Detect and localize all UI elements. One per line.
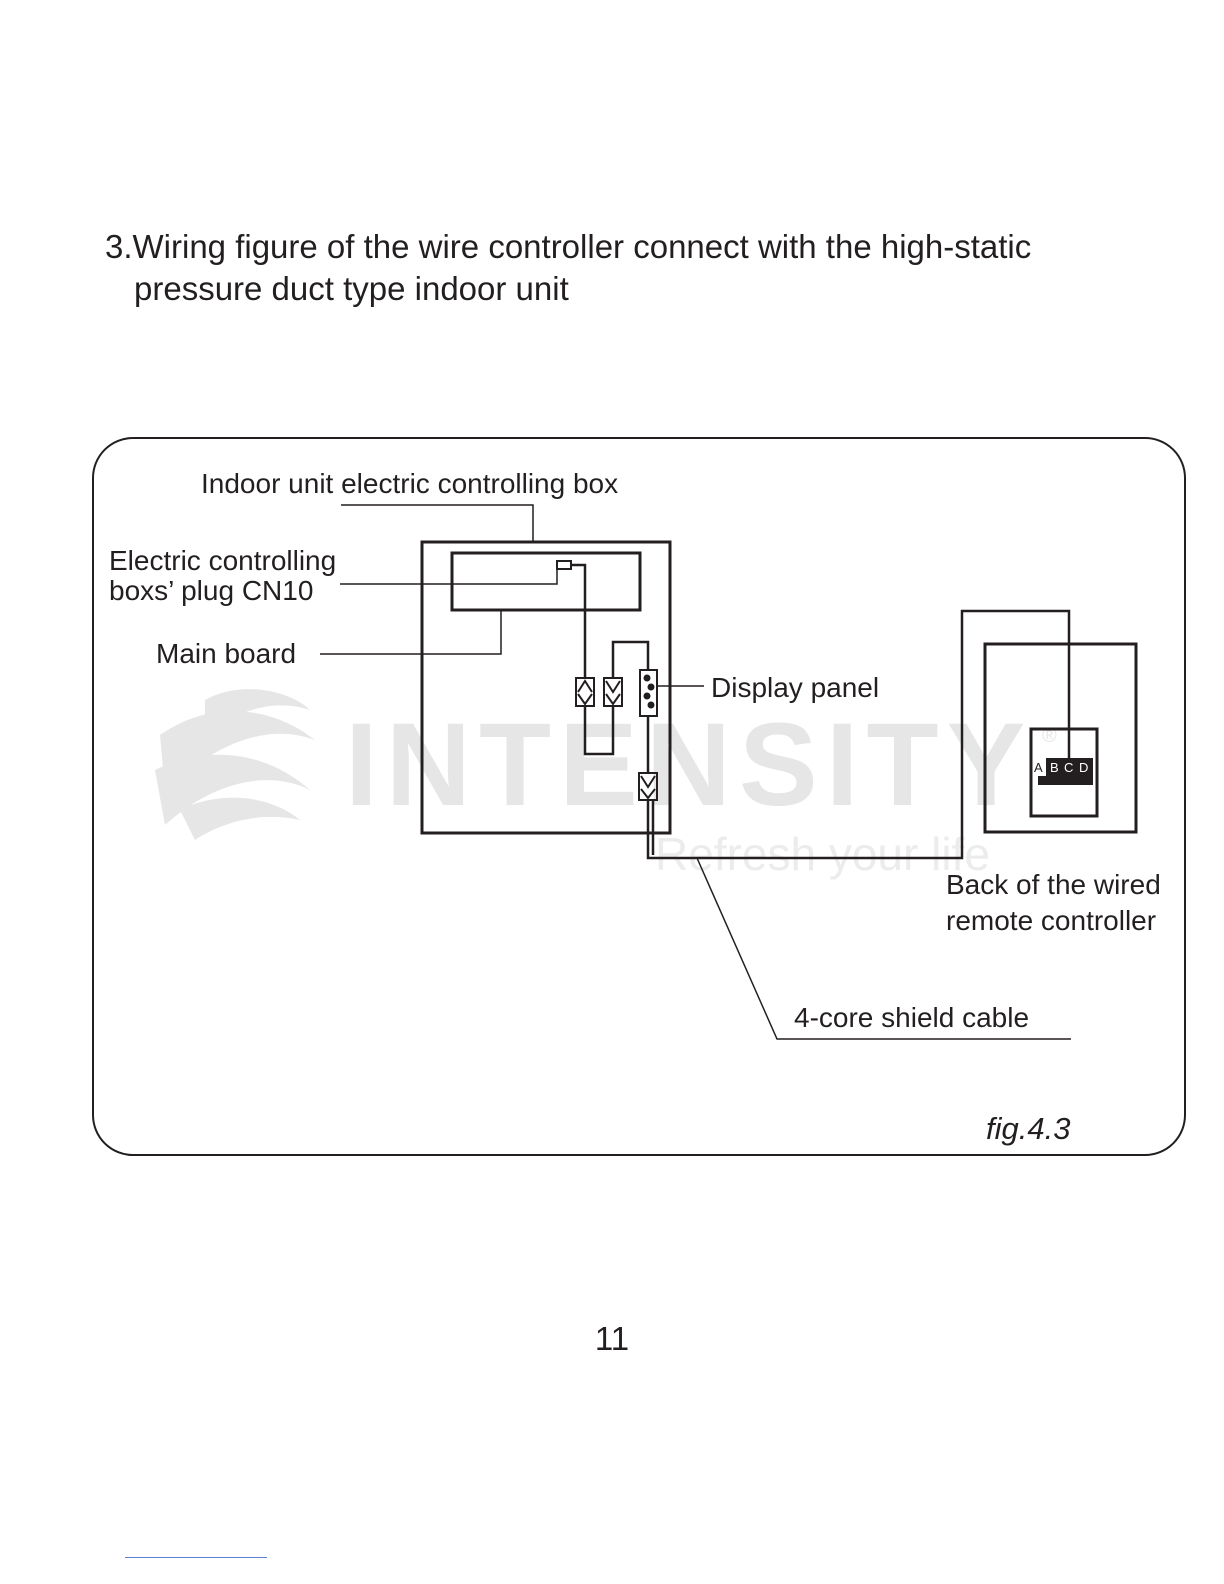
label-plug-line2: boxs’ plug CN10: [109, 575, 313, 606]
leader-main-board: [320, 610, 502, 655]
watermark: INTENSITY ® Refresh your life: [155, 689, 1057, 880]
terminal-label-d: D: [1079, 760, 1088, 775]
watermark-tagline: Refresh your life: [655, 828, 990, 880]
terminal-strip: A B C D: [1034, 758, 1093, 785]
figure-caption: fig.4.3: [986, 1111, 1070, 1146]
watermark-brand: INTENSITY: [345, 699, 1033, 831]
connector-3: [638, 772, 658, 801]
label-indoor-box: Indoor unit electric controlling box: [201, 468, 618, 499]
label-display-panel: Display panel: [711, 672, 879, 703]
indoor-control-box: [420, 540, 672, 835]
figure-frame: [92, 437, 1186, 1156]
leader-indoor-box: [341, 504, 534, 542]
watermark-logo-icon: [155, 689, 315, 840]
footer-rule: [125, 1557, 267, 1558]
connector-2: [603, 677, 623, 707]
label-plug-line1: Electric controlling: [109, 545, 336, 576]
terminal-label-a: A: [1034, 760, 1043, 775]
connector-1: [575, 677, 595, 707]
cn10-plug: [556, 560, 572, 570]
remote-terminal-block: [1029, 727, 1099, 818]
label-main-board: Main board: [156, 638, 296, 669]
terminal-label-b: B: [1050, 760, 1059, 775]
main-board: [450, 551, 642, 612]
label-cable: 4-core shield cable: [794, 1002, 1029, 1033]
page-number: 11: [594, 1320, 630, 1357]
section-heading-line1: 3.Wiring figure of the wire controller c…: [105, 228, 1032, 265]
terminal-label-c: C: [1064, 760, 1073, 775]
figure-labels: Indoor unit electric controlling box Ele…: [109, 468, 1161, 1146]
label-remote-line2: remote controller: [946, 905, 1156, 936]
leader-lines: [320, 504, 1071, 1040]
internal-wiring: [571, 563, 1071, 860]
display-panel-connector: [639, 669, 658, 717]
remote-controller-back: [983, 642, 1138, 834]
section-heading: 3.Wiring figure of the wire controller c…: [105, 226, 1185, 310]
leader-cn10: [340, 569, 558, 585]
label-remote-line1: Back of the wired: [946, 869, 1161, 900]
section-heading-line2: pressure duct type indoor unit: [134, 270, 569, 307]
leader-cable: [696, 857, 1071, 1040]
